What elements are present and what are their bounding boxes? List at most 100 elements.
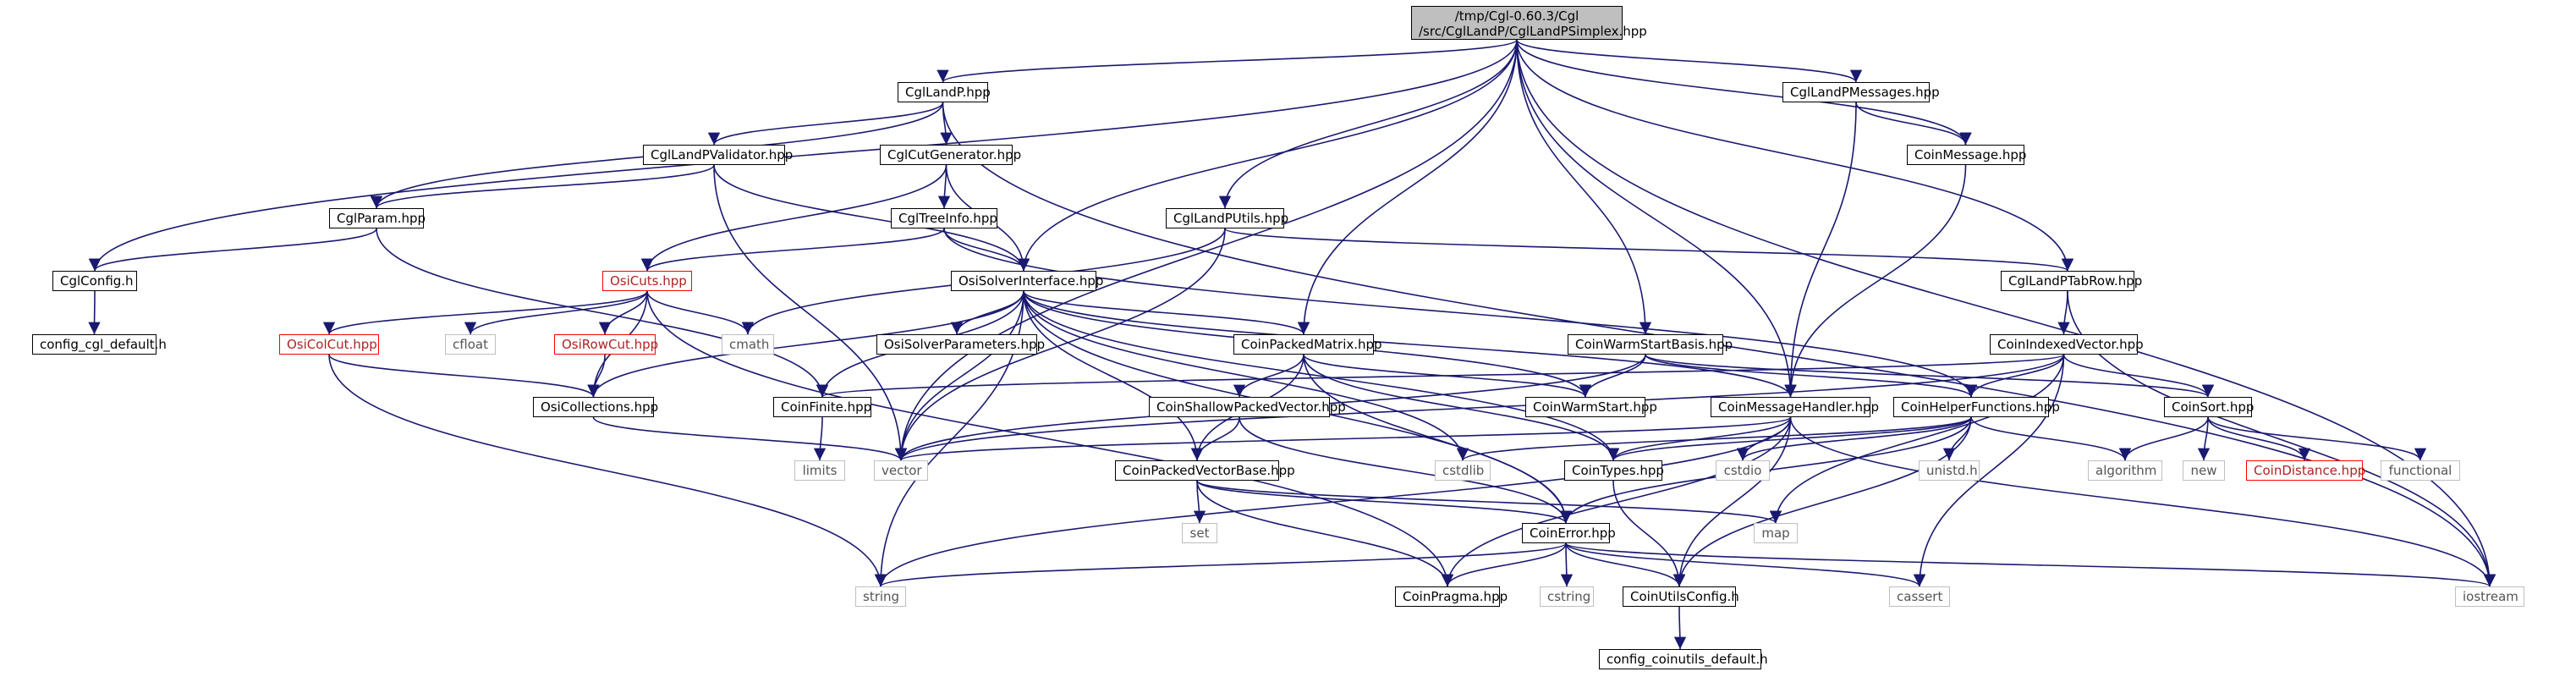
edge-root-to-cglconfig-h	[88, 39, 1518, 272]
node-cfloat[interactable]: cfloat	[445, 334, 496, 355]
edge-root-to-osisolverinterface-hpp	[1017, 39, 1518, 272]
node-cstdio[interactable]: cstdio	[1716, 460, 1770, 481]
edge-coinpackedmatrix-hpp-to-cointypes-hpp	[1303, 354, 1620, 461]
edge-coinerror-hpp-to-coinpragma-hpp	[1441, 542, 1567, 587]
edge-cgllandputils-hpp-to-cgllandptabrow-hpp	[1224, 228, 2073, 272]
edge-root-to-cgllandptabrow-hpp	[1516, 39, 2074, 272]
node-string[interactable]: string	[855, 586, 906, 607]
node-cgllandputils-hpp[interactable]: CglLandPUtils.hpp	[1166, 208, 1288, 228]
edge-coinerror-hpp-to-string	[875, 542, 1567, 587]
node-cstdlib[interactable]: cstdlib	[1435, 460, 1491, 481]
node-osirowcut-hpp[interactable]: OsiRowCut.hpp	[554, 334, 658, 355]
edge-coinpackedmatrix-hpp-to-coinerror-hpp	[1303, 354, 1573, 524]
node-coinpackedmatrix-hpp[interactable]: CoinPackedMatrix.hpp	[1233, 334, 1382, 355]
node-coinmessagehandler-hpp[interactable]: CoinMessageHandler.hpp	[1711, 397, 1879, 417]
edge-coinpackedvectorbase-hpp-to-coinpragma-hpp	[1196, 480, 1454, 587]
edge-osicollections-hpp-to-vector	[592, 416, 907, 461]
edge-coinsort-hpp-to-functional	[2207, 416, 2427, 461]
edge-coinmessage-hpp-to-coinmessagehandler-hpp	[1784, 164, 1967, 398]
edge-coinerror-hpp-to-cstring	[1560, 542, 1574, 587]
edge-osisolverinterface-hpp-to-osicollections-hpp	[587, 290, 1024, 398]
node-coinutilsconfig-h[interactable]: CoinUtilsConfig.h	[1623, 586, 1739, 607]
node-coinfinite-hpp[interactable]: CoinFinite.hpp	[773, 397, 871, 417]
edge-osicuts-hpp-to-coinpragma-hpp	[646, 290, 1454, 587]
edge-coinutilsconfig-h-to-config-coinutils-default-h	[1673, 606, 1687, 650]
node-limits[interactable]: limits	[794, 460, 845, 481]
node-new[interactable]: new	[2183, 460, 2225, 481]
edge-osirowcut-hpp-to-osicollections-hpp	[587, 354, 606, 398]
node-set[interactable]: set	[1182, 523, 1217, 543]
node-cmath[interactable]: cmath	[722, 334, 774, 355]
node-coindistance-hpp[interactable]: CoinDistance.hpp	[2246, 460, 2365, 481]
node-osisolverinterface-hpp[interactable]: OsiSolverInterface.hpp	[951, 271, 1103, 291]
edge-osicuts-hpp-to-cmath	[646, 290, 755, 335]
edge-coinerror-hpp-to-coinutilsconfig-h	[1565, 542, 1686, 587]
edge-coinmessagehandler-hpp-to-iostream	[1789, 416, 2496, 587]
edge-cglparam-hpp-to-cglconfig-h	[88, 228, 377, 272]
node-cgllandp-hpp[interactable]: CglLandP.hpp	[898, 82, 991, 102]
node-coinpackedvectorbase-hpp[interactable]: CoinPackedVectorBase.hpp	[1115, 460, 1295, 481]
edge-osicolcut-hpp-to-osicollections-hpp	[328, 354, 600, 398]
node-cgllandptabrow-hpp[interactable]: CglLandPTabRow.hpp	[2001, 271, 2142, 291]
node-osicolcut-hpp[interactable]: OsiColCut.hpp	[279, 334, 379, 355]
node-cglcutgenerator-hpp[interactable]: CglCutGenerator.hpp	[880, 145, 1021, 165]
node-cgllandpmessages-hpp[interactable]: CglLandPMessages.hpp	[1782, 82, 1940, 102]
node-coinhelperfunctions-hpp[interactable]: CoinHelperFunctions.hpp	[1893, 397, 2060, 417]
edge-coinindexedvector-hpp-to-coinsort-hpp	[2062, 354, 2215, 398]
node-coinwarmstart-hpp[interactable]: CoinWarmStart.hpp	[1525, 397, 1657, 417]
edge-coinsort-hpp-to-new	[2197, 416, 2211, 461]
node-algorithm[interactable]: algorithm	[2088, 460, 2162, 481]
edge-osisolverinterface-hpp-to-coinpackedmatrix-hpp	[1023, 290, 1310, 335]
node-vector[interactable]: vector	[874, 460, 928, 481]
node-functional[interactable]: functional	[2381, 460, 2460, 481]
node-coinindexedvector-hpp[interactable]: CoinIndexedVector.hpp	[1990, 334, 2144, 355]
node-cglconfig-h[interactable]: CglConfig.h	[52, 271, 137, 291]
node-coinmessage-hpp[interactable]: CoinMessage.hpp	[1907, 145, 2026, 165]
edge-coinsort-hpp-to-coindistance-hpp	[2207, 416, 2311, 461]
edge-cgllandptabrow-hpp-to-coinindexedvector-hpp	[2057, 290, 2070, 335]
edge-coinsort-hpp-to-algorithm	[2118, 416, 2209, 461]
edge-osisolverinterface-hpp-to-cstdlib	[1023, 290, 1469, 461]
edge-coinhelperfunctions-hpp-to-cstdio	[1736, 416, 1972, 461]
node-cassert[interactable]: cassert	[1889, 586, 1950, 607]
node-coinerror-hpp[interactable]: CoinError.hpp	[1522, 523, 1616, 543]
node-cglparam-hpp[interactable]: CglParam.hpp	[329, 208, 426, 228]
node-coinpragma-hpp[interactable]: CoinPragma.hpp	[1395, 586, 1508, 607]
node-cstring[interactable]: cstring	[1540, 586, 1594, 607]
node-coinshallowpackedvector-hpp[interactable]: CoinShallowPackedVector.hpp	[1149, 397, 1346, 417]
node-config-coinutils-default-h[interactable]: config_coinutils_default.h	[1599, 649, 1768, 669]
edge-root-to-cgllandputils-hpp	[1218, 39, 1518, 209]
node-cgltreeinfo-hpp[interactable]: CglTreeInfo.hpp	[891, 208, 997, 228]
node-iostream[interactable]: iostream	[2455, 586, 2524, 607]
node-map[interactable]: map	[1754, 523, 1798, 543]
edge-coinwarmstartbasis-hpp-to-coinhelperfunctions-hpp	[1645, 354, 1977, 398]
edge-coinindexedvector-hpp-to-vector	[895, 354, 2065, 461]
edge-coinpackedvectorbase-hpp-to-coinerror-hpp	[1196, 480, 1572, 524]
edge-osisolverinterface-hpp-to-vector	[894, 290, 1024, 461]
node-coinsort-hpp[interactable]: CoinSort.hpp	[2164, 397, 2254, 417]
root-path-line1: /tmp/Cgl-0.60.3/Cgl	[1454, 8, 1579, 24]
edge-coinindexedvector-hpp-to-map	[1769, 354, 2065, 524]
edge-coinshallowpackedvector-hpp-to-coinpackedvectorbase-hpp	[1190, 416, 1240, 461]
edge-root-to-coinpackedmatrix-hpp	[1297, 39, 1518, 335]
edge-coinhelperfunctions-hpp-to-algorithm	[1970, 416, 2132, 461]
edge-cglcutgenerator-hpp-to-osicuts-hpp	[640, 164, 947, 272]
node-osicuts-hpp[interactable]: OsiCuts.hpp	[602, 271, 692, 291]
node-cgllandpvalidator-hpp[interactable]: CglLandPValidator.hpp	[643, 145, 793, 165]
node-cointypes-hpp[interactable]: CoinTypes.hpp	[1564, 460, 1664, 481]
edge-coinerror-hpp-to-iostream	[1565, 542, 2496, 587]
edge-root-to-iostream	[1516, 39, 2496, 587]
node-osicollections-hpp[interactable]: OsiCollections.hpp	[533, 397, 658, 417]
edge-cgllandpvalidator-hpp-to-osisolverinterface-hpp	[713, 164, 1030, 272]
edge-osicuts-hpp-to-cfloat	[464, 290, 648, 335]
edge-cglparam-hpp-to-coinfinite-hpp	[376, 228, 829, 398]
edge-coinpackedmatrix-hpp-to-coinshallowpackedvector-hpp	[1233, 354, 1304, 398]
edge-osisolverinterface-hpp-to-coinpackedvectorbase-hpp	[1023, 290, 1204, 461]
node-root[interactable]: /tmp/Cgl-0.60.3/Cgl /src/CglLandP/CglLan…	[1411, 6, 1647, 40]
node-unistd-h[interactable]: unistd.h	[1919, 460, 1980, 481]
edge-cgllandputils-hpp-to-vector	[894, 228, 1226, 461]
node-config-cgl-default-h[interactable]: config_cgl_default.h	[32, 334, 167, 355]
node-osisolverparameters-hpp[interactable]: OsiSolverParameters.hpp	[876, 334, 1045, 355]
node-coinwarmstartbasis-hpp[interactable]: CoinWarmStartBasis.hpp	[1568, 334, 1733, 355]
